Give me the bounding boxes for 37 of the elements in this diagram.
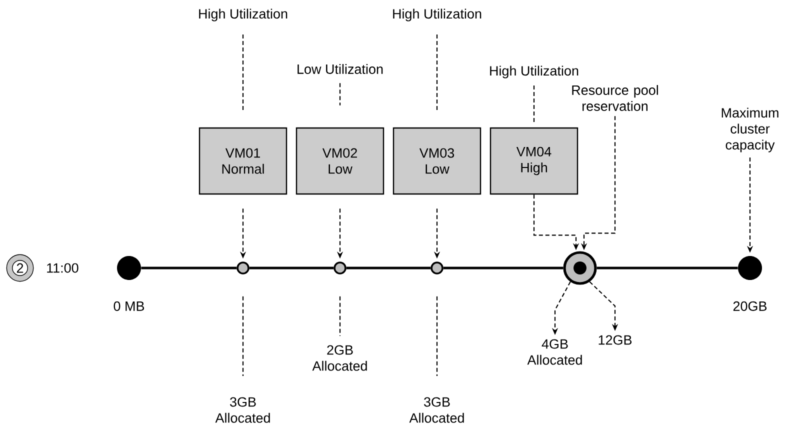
vm-box: VM01 Normal xyxy=(198,127,288,195)
annotation-text: 3GB Allocated xyxy=(409,397,464,423)
beside-label: 11:00 xyxy=(47,263,78,273)
timeline-endpoint xyxy=(738,256,762,280)
timeline-endpoint xyxy=(117,256,141,280)
timeline-line xyxy=(346,266,431,270)
timeline-marker xyxy=(430,262,444,274)
timeline-line xyxy=(141,266,237,270)
leader-line xyxy=(533,86,535,124)
timeline-marker xyxy=(236,262,250,274)
vm-box: VM03 Low xyxy=(392,127,482,195)
leader-line xyxy=(242,34,244,112)
annotation-text: 4GB Allocated xyxy=(527,339,582,365)
reservation-marker xyxy=(563,251,597,285)
annotation-text: Maximum cluster capacity xyxy=(722,108,778,152)
leader-line xyxy=(339,83,341,106)
step-badge: 2 xyxy=(6,254,34,282)
vm-box: VM02 Low xyxy=(296,127,384,195)
annotation-text: High Utilization xyxy=(199,8,288,22)
annotation-text: 3GB Allocated xyxy=(215,397,270,423)
annotation-text: 12GB xyxy=(598,335,632,345)
leader-line xyxy=(436,296,438,376)
annotation-text: Low Utilization xyxy=(298,64,383,74)
beside-label: 20GB xyxy=(733,301,767,311)
annotation-text: Resource pool reservation xyxy=(572,85,658,111)
beside-label: 0 MB xyxy=(114,301,144,311)
timeline-marker xyxy=(334,262,346,274)
timeline-line xyxy=(596,266,738,270)
leader-line xyxy=(339,296,341,336)
leader-line xyxy=(436,34,438,112)
leader-line xyxy=(242,296,244,376)
annotation-text: 2GB Allocated xyxy=(312,345,367,371)
annotation-text: High Utilization xyxy=(393,8,482,22)
timeline-line xyxy=(443,266,564,270)
annotation-text: High Utilization xyxy=(490,66,578,78)
vm-box: VM04 High xyxy=(490,127,578,195)
timeline-line xyxy=(249,266,334,270)
